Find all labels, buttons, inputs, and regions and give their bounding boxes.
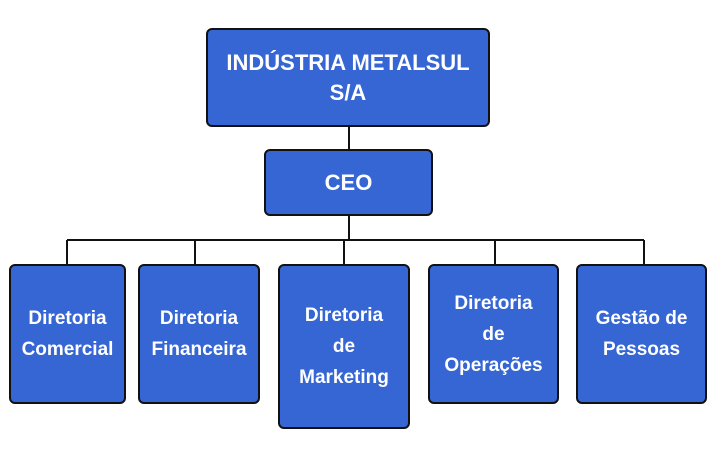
department-label: Diretoria de Marketing [299,305,389,388]
department-box-operacoes: Diretoria de Operações [428,264,559,404]
department-box-marketing: Diretoria de Marketing [278,264,410,429]
department-label: Diretoria Financeira [151,308,247,360]
company-box: INDÚSTRIA METALSUL S/A [206,28,490,127]
department-box-comercial: Diretoria Comercial [9,264,126,404]
department-box-financeira: Diretoria Financeira [138,264,260,404]
company-name: INDÚSTRIA METALSUL S/A [226,49,470,105]
ceo-box: CEO [264,149,433,216]
department-label: Diretoria de Operações [444,292,543,376]
department-box-gestao-pessoas: Gestão de Pessoas [576,264,707,404]
department-label: Gestão de Pessoas [595,308,688,360]
ceo-label: CEO [324,169,373,195]
department-label: Diretoria Comercial [21,308,114,360]
